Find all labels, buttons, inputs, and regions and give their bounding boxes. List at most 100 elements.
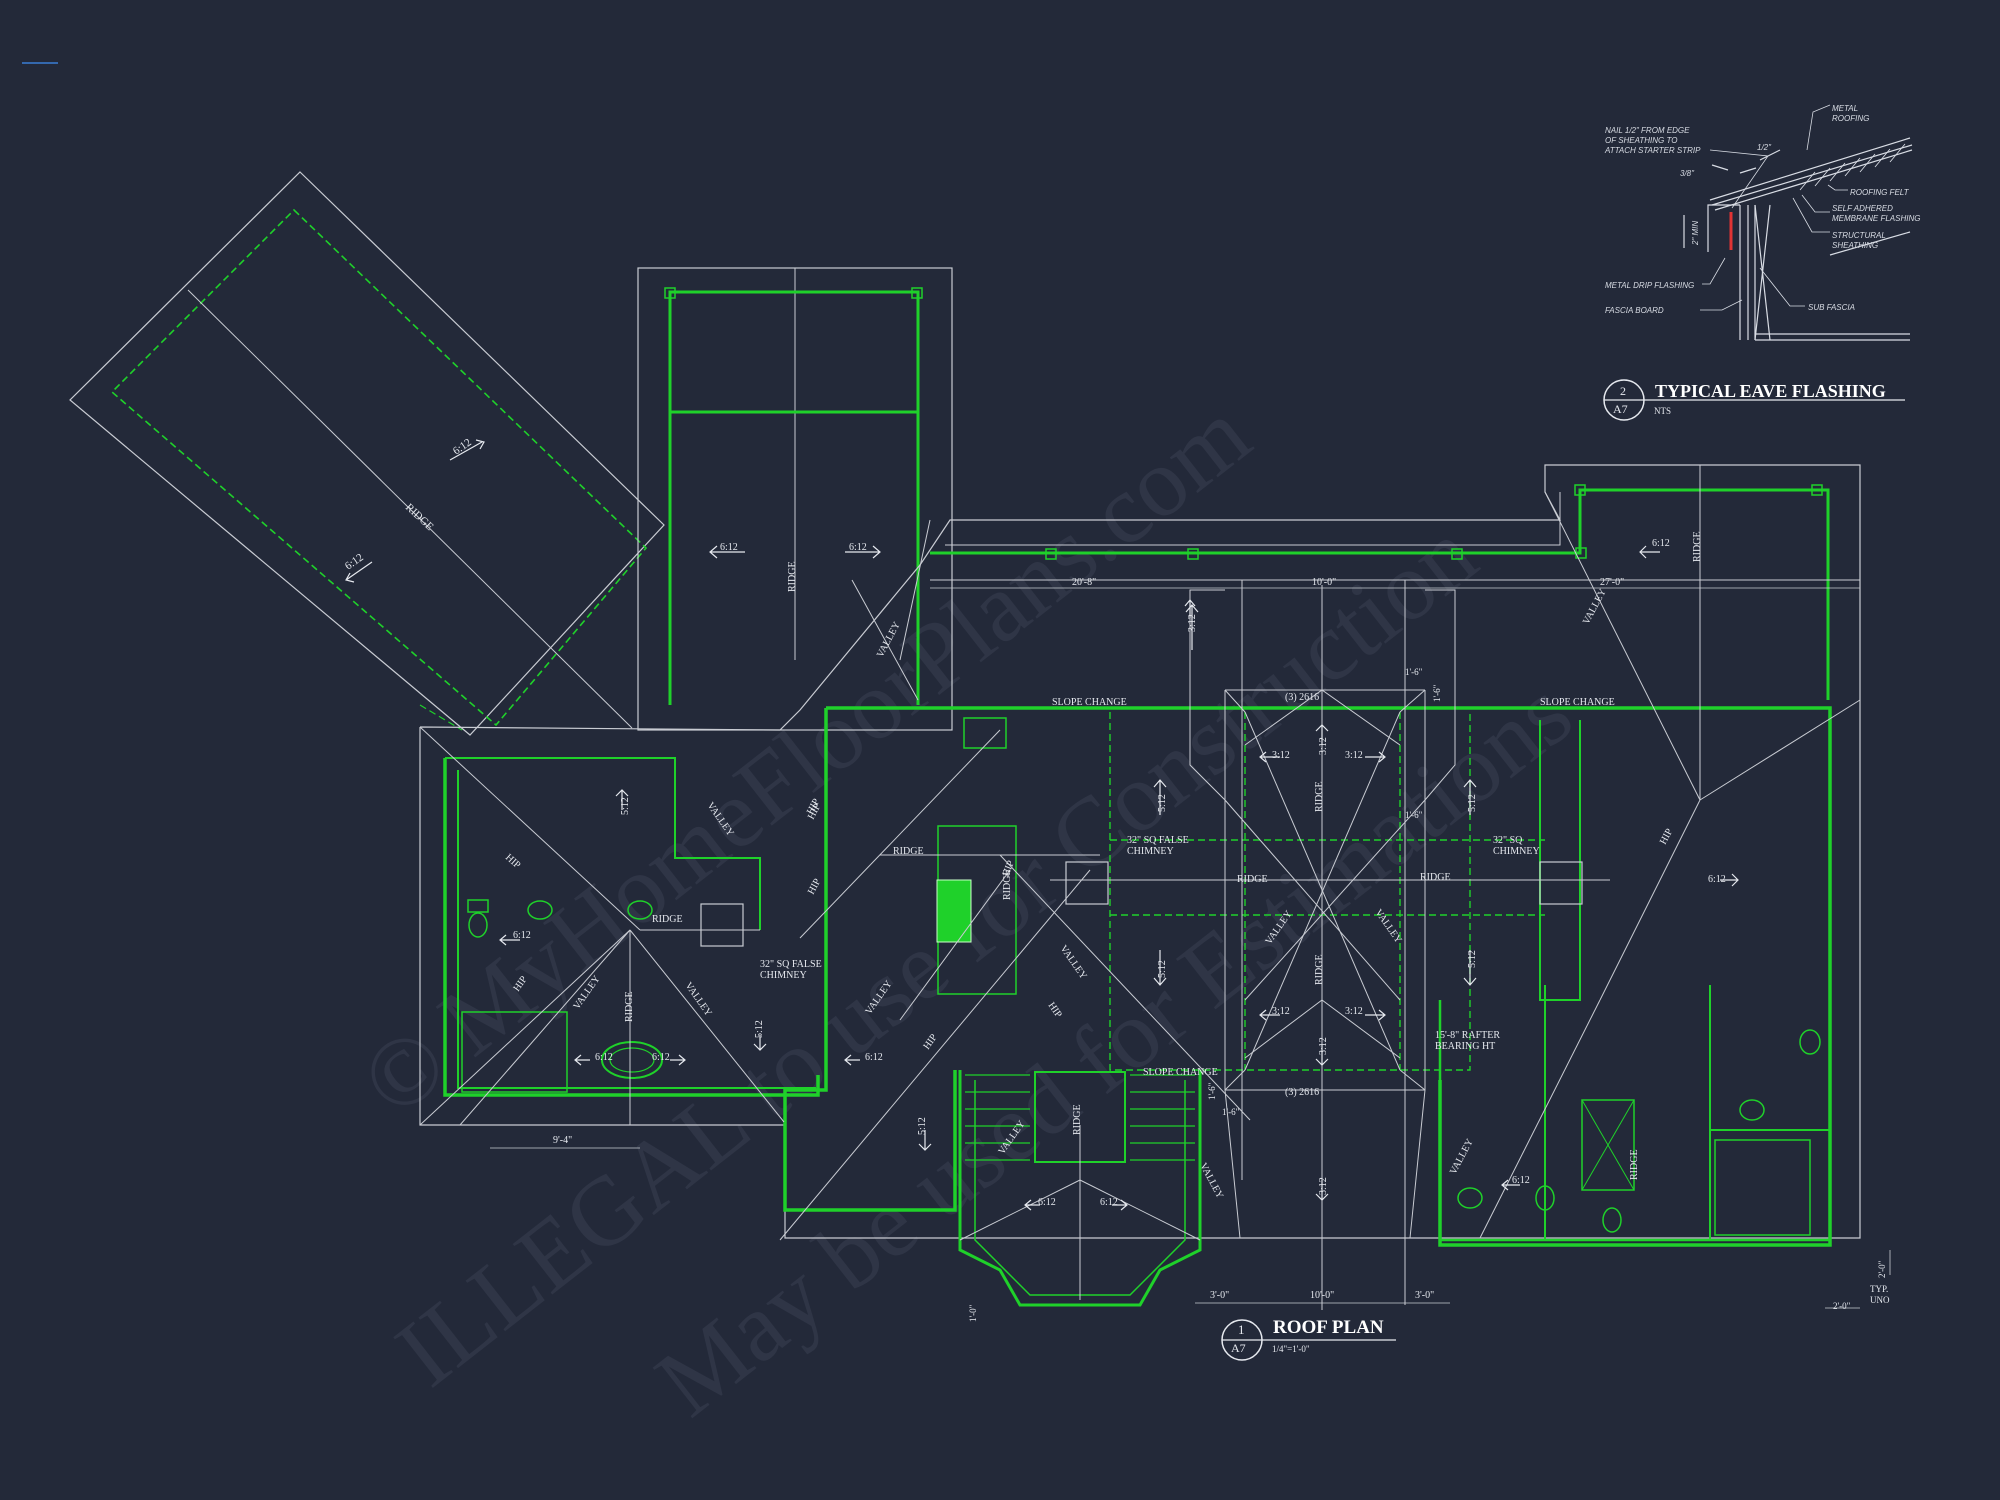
valley-label: VALLEY (1448, 1137, 1476, 1176)
pitch-label: 3:12 (1345, 1006, 1363, 1017)
chimney-label: 32" SQ FALSE (760, 959, 822, 970)
hip-label: HIP (806, 877, 823, 897)
dimensions: 20'-8" 10'-0" 27'-0" 1'-6" 1'-6" 1'-6" 1… (490, 577, 1891, 1322)
note-sheathing: STRUCTURAL (1832, 231, 1886, 240)
note-metal-roofing: ROOFING (1832, 114, 1869, 123)
valley-label: VALLEY (683, 980, 714, 1018)
dim-label: 10'-0" (1312, 577, 1336, 588)
pitch-label: 3:12 (1345, 750, 1363, 761)
pitch-label: 6:12 (513, 930, 531, 941)
dim-label: 3'-0" (1415, 1290, 1434, 1301)
note-dim: 2" MIN (1691, 221, 1700, 246)
valley-label: VALLEY (1058, 943, 1089, 981)
note-roofing-felt: ROOFING FELT (1850, 188, 1910, 197)
false-chimney-a (700, 903, 744, 947)
false-chimney-c (1539, 861, 1583, 905)
pitch-label: 6:12 (865, 1052, 883, 1063)
slope-change-label: SLOPE CHANGE (1052, 697, 1127, 708)
dim-label: 3'-0" (1210, 1290, 1229, 1301)
bubble-number: 2 (1620, 384, 1626, 398)
pitch-label: 5:12 (620, 797, 631, 815)
north-valley-line (851, 579, 919, 701)
header-label: (3) 2616 (1285, 692, 1319, 703)
ridge-label: RIDGE (893, 846, 924, 857)
ridge-label: RIDGE (1237, 874, 1268, 885)
dim-label: 1'-6" (1405, 810, 1423, 820)
dim-label: 1'-6" (1432, 684, 1442, 702)
dim-label: 1'-6" (1222, 1107, 1240, 1117)
hip-label: HIP (1046, 1000, 1065, 1020)
pitch-label: 6:12 (652, 1052, 670, 1063)
chimney-label: 32" SQ FALSE (1127, 835, 1189, 846)
ridge-label: RIDGE (1420, 872, 1451, 883)
pitch-label: 6:12 (451, 436, 474, 457)
pitch-label: 5:12 (754, 1020, 765, 1038)
hip-label: HIP (921, 1032, 940, 1052)
ridge-label: RIDGE (1002, 869, 1013, 900)
bubble-sheet: A7 (1613, 402, 1628, 416)
pitch-label: 5:12 (1467, 950, 1478, 968)
roof-plan-scale: 1/4"=1'-0" (1272, 1344, 1310, 1354)
garage-eave-outline (69, 171, 665, 736)
dim-label: 1'-6" (1405, 667, 1423, 677)
chimney-label: CHIMNEY (1493, 846, 1540, 857)
slope-change-label: SLOPE CHANGE (1143, 1067, 1218, 1078)
pitch-label: 6:12 (1708, 874, 1726, 885)
bubble-number: 1 (1238, 1322, 1245, 1337)
slope-change-label: SLOPE CHANGE (1540, 697, 1615, 708)
note-dim: 1/2" (1757, 143, 1772, 152)
north-wing (637, 267, 953, 731)
note-sub-fascia: SUB FASCIA (1808, 303, 1855, 312)
hip-label: HIP (1658, 827, 1675, 847)
pitch-label: 3:12 (1318, 737, 1329, 755)
dim-label: 1'-6" (1207, 1082, 1217, 1100)
pitch-label: 5:12 (1157, 794, 1168, 812)
dim-label: 20'-8" (1072, 577, 1096, 588)
post (664, 287, 676, 299)
note-drip: METAL DRIP FLASHING (1605, 281, 1694, 290)
ridge-label: RIDGE (787, 561, 798, 592)
rafter-label: 15'-8" RAFTER (1435, 1030, 1500, 1041)
typ-label: TYP. (1870, 1284, 1888, 1294)
north-wing-walls (668, 412, 920, 705)
pitch-label: 6:12 (1652, 538, 1670, 549)
pitch-arrows (345, 439, 1739, 1211)
post (911, 287, 923, 299)
roof-plan-title-block: 1 A7 ROOF PLAN 1/4"=1'-0" (1221, 1317, 1396, 1361)
typ-label: UNO (1870, 1295, 1890, 1305)
note-nail: OF SHEATHING TO (1605, 136, 1677, 145)
note-metal-roofing: METAL (1832, 104, 1858, 113)
pitch-label: 5:12 (917, 1117, 928, 1135)
garage-ridge-line (187, 289, 633, 729)
ridge-label: RIDGE (652, 914, 683, 925)
pitch-label: 6:12 (1512, 1175, 1530, 1186)
false-chimney-b (1065, 861, 1109, 905)
pitch-label: 6:12 (720, 542, 738, 553)
chimney-label: 32" SQ (1493, 835, 1523, 846)
pitch-label: 3:12 (1318, 1177, 1329, 1195)
rafter-label: BEARING HT (1435, 1041, 1495, 1052)
dim-label: 2'-0" (1877, 1260, 1887, 1278)
pitch-label: 6:12 (595, 1052, 613, 1063)
note-dim: 3/8" (1680, 169, 1695, 178)
ridge-label: RIDGE (1629, 1149, 1640, 1180)
roof-plan-title: ROOF PLAN (1273, 1317, 1384, 1338)
dim-label: 27'-0" (1600, 577, 1624, 588)
ridge-label: RIDGE (403, 501, 436, 533)
note-nail: ATTACH STARTER STRIP (1604, 146, 1701, 155)
pitch-label: 5:12 (1157, 960, 1168, 978)
pitch-label: 6:12 (1100, 1197, 1118, 1208)
garage-roof (69, 171, 665, 736)
bubble-sheet: A7 (1231, 1341, 1246, 1355)
pitch-label: 6:12 (849, 542, 867, 553)
note-membrane: SELF ADHERED (1832, 204, 1893, 213)
dim-label: 1'-0" (968, 1304, 978, 1322)
dim-label: 10'-0" (1310, 1290, 1334, 1301)
eave-detail-scale: NTS (1654, 406, 1671, 416)
pitch-label: 3:12 (1318, 1037, 1329, 1055)
pitch-label: 3:12 (1272, 1006, 1290, 1017)
note-fascia: FASCIA BOARD (1605, 306, 1664, 315)
hip-label: HIP (503, 852, 523, 871)
